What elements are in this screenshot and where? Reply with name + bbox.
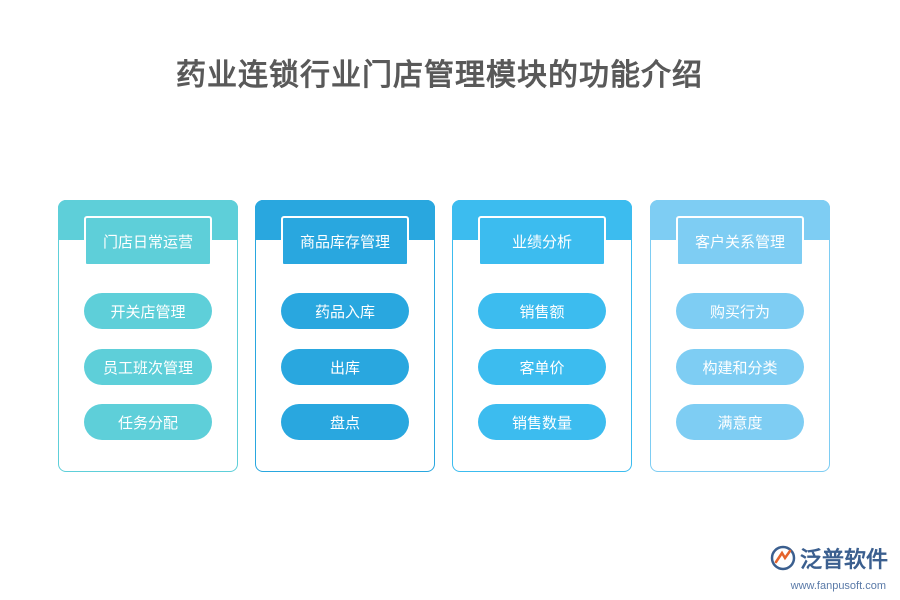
module-item: 开关店管理: [84, 293, 212, 329]
module-item: 构建和分类: [676, 349, 804, 385]
module-item: 销售数量: [478, 404, 606, 440]
module-item: 销售额: [478, 293, 606, 329]
module-item: 购买行为: [676, 293, 804, 329]
module-header: 商品库存管理: [281, 216, 409, 266]
module-card: 门店日常运营开关店管理员工班次管理任务分配: [57, 199, 238, 472]
module-item: 员工班次管理: [84, 349, 212, 385]
module-card: 客户关系管理购买行为构建和分类满意度: [649, 199, 830, 472]
module-item: 客单价: [478, 349, 606, 385]
module-card: 商品库存管理药品入库出库盘点: [254, 199, 435, 472]
brand-logo: 泛普软件: [770, 542, 888, 574]
module-item: 药品入库: [281, 293, 409, 329]
brand-url: www.fanpusoft.com: [790, 580, 886, 592]
module-item: 满意度: [676, 404, 804, 440]
module-header: 业绩分析: [478, 216, 606, 266]
module-item: 出库: [281, 349, 409, 385]
module-card: 业绩分析销售额客单价销售数量: [451, 199, 632, 472]
page-title: 药业连锁行业门店管理模块的功能介绍: [176, 58, 703, 93]
module-header: 门店日常运营: [84, 216, 212, 266]
module-item: 盘点: [281, 404, 409, 440]
module-header: 客户关系管理: [676, 216, 804, 266]
brand-name: 泛普软件: [799, 548, 888, 573]
module-item: 任务分配: [84, 404, 212, 440]
fanpu-logo-icon: [770, 545, 796, 571]
